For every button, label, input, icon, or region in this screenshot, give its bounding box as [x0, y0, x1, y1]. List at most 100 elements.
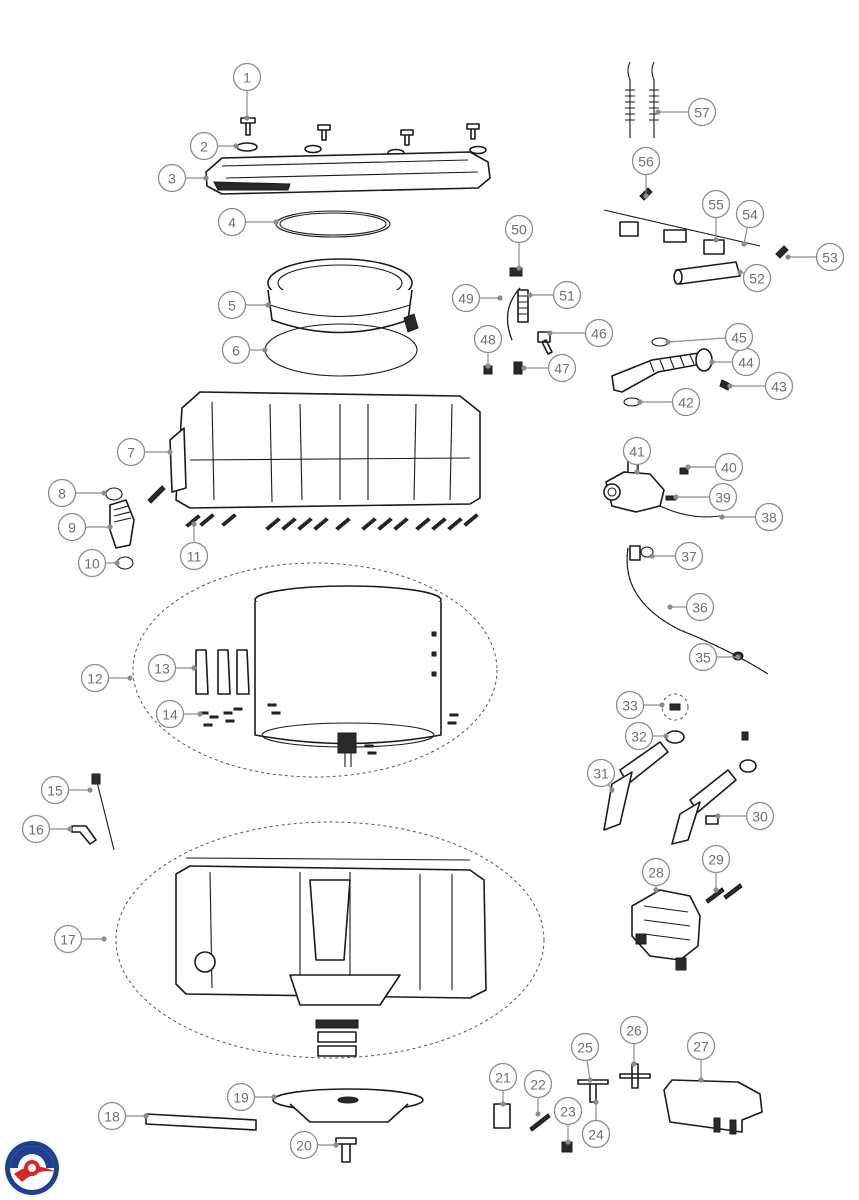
callout-leader-dot — [265, 302, 271, 308]
drum-pulley — [272, 1088, 424, 1123]
callout-leader-dot — [719, 514, 725, 520]
callout-number: 54 — [742, 207, 758, 223]
callout-leader-dot — [673, 494, 679, 500]
callout-49: 49 — [451, 283, 503, 313]
callout-8: 8 — [47, 478, 107, 508]
callout-number: 44 — [738, 355, 754, 371]
callout-number: 7 — [127, 445, 135, 461]
callout-circle — [289, 1130, 319, 1160]
callout-21: 21 — [488, 1062, 518, 1107]
callout-31: 31 — [586, 758, 616, 793]
callout-leader-dot — [634, 469, 640, 475]
callout-number: 1 — [243, 70, 251, 86]
callout-leader-dot — [643, 193, 649, 199]
callout-number: 30 — [752, 809, 768, 825]
callout-22: 22 — [523, 1069, 553, 1117]
callout-leader-dot — [271, 1094, 277, 1100]
callout-9: 9 — [57, 512, 113, 542]
callout-number: 15 — [47, 783, 63, 799]
callout-leader — [586, 1060, 591, 1081]
callout-leader-dot — [565, 1139, 571, 1145]
callout-circle — [155, 699, 185, 729]
callout-number: 2 — [200, 139, 208, 155]
callout-57: 57 — [655, 97, 717, 127]
callout-leader-dot — [527, 292, 533, 298]
callout-leader-dot — [727, 383, 733, 389]
callout-number: 29 — [708, 852, 724, 868]
callout-number: 5 — [228, 298, 236, 314]
callout-6: 6 — [221, 335, 268, 365]
callout-39: 39 — [673, 482, 738, 512]
callout-leader-dot — [698, 1077, 704, 1083]
callout-number: 19 — [233, 1090, 249, 1106]
callout-number: 21 — [495, 1070, 511, 1086]
callout-number: 6 — [232, 343, 240, 359]
callout-number: 33 — [622, 698, 638, 714]
callout-circle — [754, 502, 784, 532]
callout-circle — [714, 452, 744, 482]
callout-leader-dot — [127, 675, 133, 681]
tub-top-cover — [205, 151, 491, 195]
callout-circle — [586, 758, 616, 788]
callout-18: 18 — [97, 1101, 149, 1131]
callout-56: 56 — [631, 146, 661, 199]
door-seal — [264, 258, 419, 377]
callout-number: 16 — [28, 822, 44, 838]
callout-leader-dot — [547, 330, 553, 336]
callout-number: 32 — [631, 729, 647, 745]
callout-28: 28 — [641, 857, 671, 893]
callout-number: 25 — [577, 1040, 593, 1056]
callout-number: 42 — [678, 395, 694, 411]
callout-circle — [232, 62, 262, 92]
callout-12: 12 — [80, 663, 133, 693]
callout-circle — [523, 1069, 553, 1099]
callout-number: 22 — [530, 1077, 546, 1093]
callout-leader-dot — [713, 237, 719, 243]
callout-leader-dot — [737, 269, 743, 275]
callout-circle — [57, 512, 87, 542]
callout-19: 19 — [226, 1082, 277, 1112]
callout-leader-dot — [167, 449, 173, 455]
callout-leader-dot — [659, 702, 665, 708]
bracket-25 — [577, 1079, 609, 1103]
callout-number: 45 — [731, 330, 747, 346]
callout-circle — [221, 335, 251, 365]
callout-number: 28 — [648, 865, 664, 881]
callout-circle — [553, 1096, 583, 1126]
callout-number: 39 — [715, 490, 731, 506]
callout-circle — [147, 653, 177, 683]
callout-number: 13 — [154, 661, 170, 677]
callout-number: 24 — [588, 1127, 604, 1143]
callout-leader-dot — [497, 295, 503, 301]
callout-circle — [80, 663, 110, 693]
callout-leader-dot — [631, 1061, 637, 1067]
bracket-26 — [619, 1063, 651, 1089]
callout-3: 3 — [157, 163, 209, 193]
callout-leader-dot — [667, 604, 673, 610]
callout-circle — [157, 163, 187, 193]
drum-group-ring — [132, 562, 498, 778]
callout-circle — [570, 1032, 600, 1062]
callout-41: 41 — [622, 436, 652, 475]
callout-leader-dot — [713, 887, 719, 893]
callout-leader-dot — [87, 787, 93, 793]
callout-23: 23 — [553, 1096, 583, 1145]
callout-number: 12 — [87, 671, 103, 687]
callout-44: 44 — [709, 347, 761, 377]
callout-circle — [688, 642, 718, 672]
callout-33: 33 — [615, 690, 665, 720]
callout-circle — [745, 801, 775, 831]
callout-number: 3 — [168, 171, 176, 187]
callout-circle — [21, 814, 51, 844]
callout-leader-dot — [191, 665, 197, 671]
callout-16: 16 — [21, 814, 73, 844]
callout-number: 27 — [693, 1039, 709, 1055]
callout-29: 29 — [701, 844, 731, 893]
callout-circle — [53, 924, 83, 954]
callout-circle — [674, 541, 704, 571]
callout-leader-dot — [500, 1101, 506, 1107]
callout-circle — [40, 775, 70, 805]
callout-leader-dot — [653, 887, 659, 893]
callout-circle — [701, 844, 731, 874]
rear-tub-group-ring — [115, 821, 545, 1059]
